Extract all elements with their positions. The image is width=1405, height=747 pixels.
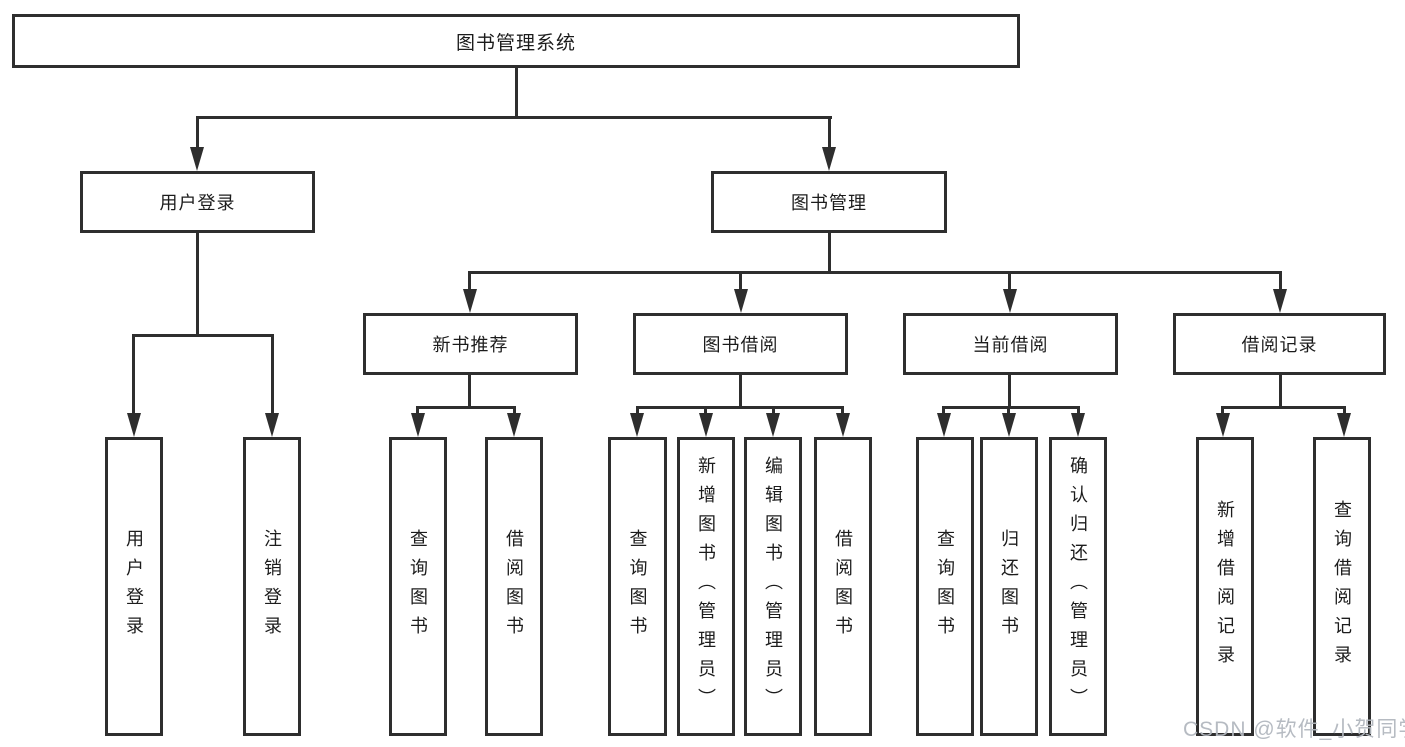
leaf-recommend-query-books-label: 查询图书 xyxy=(408,528,428,645)
leaf-borrow-query-books: 查询图书 xyxy=(608,437,667,736)
leaf-borrow-add-books-admin: 新增图书（管理员） xyxy=(677,437,735,736)
connector xyxy=(196,116,832,119)
connector xyxy=(1279,271,1282,293)
node-borrow-records: 借阅记录 xyxy=(1173,313,1386,375)
node-current-borrow: 当前借阅 xyxy=(903,313,1118,375)
leaf-borrow-edit-books-admin: 编辑图书（管理员） xyxy=(744,437,802,736)
connector xyxy=(1221,406,1346,409)
connector xyxy=(468,375,471,409)
leaf-recommend-borrow-books: 借阅图书 xyxy=(485,437,543,736)
csdn-watermark: CSDN @软件_小贺同学 xyxy=(1183,718,1405,741)
connector xyxy=(196,233,199,337)
connector xyxy=(828,116,831,152)
arrow-down-icon xyxy=(190,147,204,171)
connector xyxy=(468,271,1282,274)
leaf-records-query-record: 查询借阅记录 xyxy=(1313,437,1371,736)
leaf-logout-label: 注销登录 xyxy=(262,528,282,645)
connector xyxy=(841,406,844,416)
leaf-borrow-borrow-books: 借阅图书 xyxy=(814,437,872,736)
connector xyxy=(132,334,274,337)
arrow-down-icon xyxy=(1273,289,1287,313)
node-book-management: 图书管理 xyxy=(711,171,947,233)
arrow-down-icon xyxy=(766,413,780,437)
connector xyxy=(1279,375,1282,409)
node-book-borrow: 图书借阅 xyxy=(633,313,848,375)
leaf-current-query-books: 查询图书 xyxy=(916,437,974,736)
leaf-current-confirm-return-admin-label: 确认归还（管理员） xyxy=(1068,456,1088,717)
node-book-borrow-label: 图书借阅 xyxy=(702,335,779,355)
arrow-down-icon xyxy=(734,289,748,313)
connector xyxy=(739,271,742,293)
connector xyxy=(1343,406,1346,416)
leaf-current-return-books: 归还图书 xyxy=(980,437,1038,736)
connector xyxy=(515,68,518,118)
arrow-down-icon xyxy=(1002,413,1016,437)
leaf-user-login-label: 用户登录 xyxy=(124,528,144,645)
connector xyxy=(942,406,1080,409)
arrow-down-icon xyxy=(822,147,836,171)
connector xyxy=(772,406,775,416)
connector xyxy=(513,406,516,416)
connector xyxy=(468,271,471,293)
connector xyxy=(1008,375,1011,409)
leaf-current-confirm-return-admin: 确认归还（管理员） xyxy=(1049,437,1107,736)
arrow-down-icon xyxy=(1337,413,1351,437)
connector xyxy=(636,406,639,416)
arrow-down-icon xyxy=(1003,289,1017,313)
arrow-down-icon xyxy=(1216,413,1230,437)
leaf-borrow-edit-books-admin-label: 编辑图书（管理员） xyxy=(763,456,783,717)
connector xyxy=(942,406,945,416)
arrow-down-icon xyxy=(127,413,141,437)
leaf-borrow-add-books-admin-label: 新增图书（管理员） xyxy=(696,456,716,717)
connector xyxy=(636,406,844,409)
leaf-records-query-record-label: 查询借阅记录 xyxy=(1332,499,1352,674)
leaf-records-add-record-label: 新增借阅记录 xyxy=(1215,499,1235,674)
connector xyxy=(1008,271,1011,293)
arrow-down-icon xyxy=(463,289,477,313)
connector xyxy=(739,375,742,409)
leaf-recommend-borrow-books-label: 借阅图书 xyxy=(504,528,524,645)
connector xyxy=(1221,406,1224,416)
arrow-down-icon xyxy=(836,413,850,437)
node-book-management-label: 图书管理 xyxy=(791,193,867,213)
arrow-down-icon xyxy=(507,413,521,437)
node-root-label: 图书管理系统 xyxy=(455,32,576,54)
arrow-down-icon xyxy=(937,413,951,437)
connector xyxy=(196,116,199,152)
leaf-user-login: 用户登录 xyxy=(105,437,163,736)
connector xyxy=(132,334,135,416)
leaf-borrow-query-books-label: 查询图书 xyxy=(627,528,648,645)
leaf-current-return-books-label: 归还图书 xyxy=(999,528,1019,645)
leaf-records-add-record: 新增借阅记录 xyxy=(1196,437,1254,736)
connector xyxy=(828,233,831,274)
node-current-borrow-label: 当前借阅 xyxy=(972,335,1049,355)
leaf-current-query-books-label: 查询图书 xyxy=(935,528,955,645)
arrow-down-icon xyxy=(265,413,279,437)
node-root: 图书管理系统 xyxy=(12,14,1020,68)
arrow-down-icon xyxy=(630,413,644,437)
node-new-book-recommend: 新书推荐 xyxy=(363,313,578,375)
connector xyxy=(704,406,707,416)
node-new-book-recommend-label: 新书推荐 xyxy=(432,335,509,355)
node-user-login: 用户登录 xyxy=(80,171,315,233)
connector xyxy=(416,406,419,416)
leaf-recommend-query-books: 查询图书 xyxy=(389,437,447,736)
arrow-down-icon xyxy=(411,413,425,437)
leaf-borrow-borrow-books-label: 借阅图书 xyxy=(833,528,853,645)
connector xyxy=(271,334,274,416)
node-borrow-records-label: 借阅记录 xyxy=(1241,335,1318,355)
arrow-down-icon xyxy=(699,413,713,437)
arrow-down-icon xyxy=(1071,413,1085,437)
connector xyxy=(416,406,516,409)
connector xyxy=(1077,406,1080,416)
leaf-logout: 注销登录 xyxy=(243,437,301,736)
node-user-login-label: 用户登录 xyxy=(159,193,236,213)
connector xyxy=(1007,406,1010,416)
